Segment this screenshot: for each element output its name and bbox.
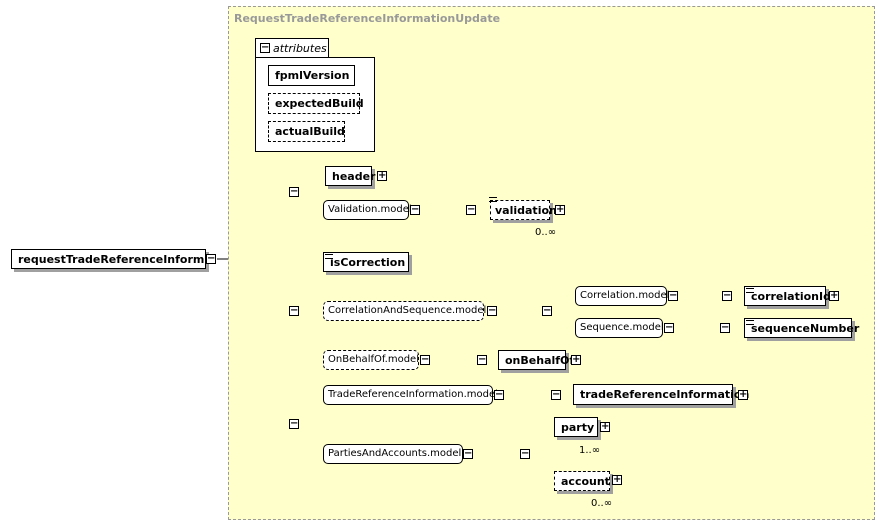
plus-box-icon[interactable]: + bbox=[555, 204, 565, 215]
complex-type-title: RequestTradeReferenceInformationUpdate bbox=[234, 12, 501, 25]
group-validation-model[interactable]: Validation.model bbox=[323, 200, 412, 220]
element-label: tradeReferenceInformation bbox=[580, 388, 750, 401]
group-correlation-model[interactable]: Correlation.model bbox=[575, 286, 670, 306]
group-label: Sequence.model bbox=[580, 322, 664, 333]
minus-box-icon[interactable]: − bbox=[260, 42, 270, 53]
cardinality-account: 0..∞ bbox=[591, 498, 613, 509]
minus-box-icon[interactable]: − bbox=[551, 389, 561, 400]
group-label: OnBehalfOf.model bbox=[328, 354, 419, 365]
element-header[interactable]: header bbox=[325, 166, 376, 186]
element-iscorrection[interactable]: isCorrection bbox=[323, 252, 409, 272]
attribute-label: fpmlVersion bbox=[275, 69, 350, 82]
group-sequence-model[interactable]: Sequence.model bbox=[575, 318, 664, 338]
minus-box-icon[interactable]: − bbox=[487, 305, 497, 316]
minus-box-icon[interactable]: − bbox=[410, 204, 420, 215]
attributes-label: attributes bbox=[273, 42, 327, 55]
element-label: header bbox=[332, 169, 376, 183]
element-label: correlationId bbox=[751, 289, 831, 303]
minus-box-icon[interactable]: − bbox=[477, 354, 487, 365]
element-label: isCorrection bbox=[330, 255, 406, 269]
root-element-label: requestTradeReferenceInform... bbox=[18, 252, 217, 266]
attributes-tab bbox=[255, 38, 329, 58]
group-correlation-and-sequence-model[interactable]: CorrelationAndSequence.model bbox=[323, 301, 487, 321]
minus-box-icon[interactable]: − bbox=[289, 305, 299, 316]
minus-box-icon[interactable]: − bbox=[668, 290, 678, 301]
minus-box-icon[interactable]: − bbox=[289, 186, 299, 197]
plus-box-icon[interactable]: + bbox=[600, 421, 610, 432]
attribute-label: actualBuild bbox=[275, 125, 345, 138]
root-element[interactable]: requestTradeReferenceInform... bbox=[11, 249, 217, 269]
element-label: party bbox=[561, 420, 595, 434]
element-label: validation bbox=[495, 203, 557, 217]
element-tradereferenceinformation[interactable]: tradeReferenceInformation bbox=[573, 384, 749, 405]
attribute-actualbuild[interactable]: actualBuild bbox=[268, 121, 345, 142]
group-label: Correlation.model bbox=[580, 290, 670, 301]
plus-box-icon[interactable]: + bbox=[377, 170, 387, 181]
cardinality-party: 1..∞ bbox=[579, 445, 601, 456]
minus-box-icon[interactable]: − bbox=[520, 448, 530, 459]
group-label: Validation.model bbox=[328, 204, 412, 215]
element-label: onBehalfOf bbox=[505, 353, 575, 367]
minus-box-icon[interactable]: − bbox=[722, 290, 732, 301]
minus-box-icon[interactable]: − bbox=[289, 418, 299, 429]
minus-box-icon[interactable]: − bbox=[420, 354, 430, 365]
minus-box-icon[interactable]: − bbox=[206, 253, 216, 264]
plus-box-icon[interactable]: + bbox=[612, 474, 622, 485]
element-account[interactable]: account bbox=[554, 471, 610, 491]
element-sequencenumber[interactable]: sequenceNumber bbox=[744, 318, 859, 338]
element-onbehalfof[interactable]: onBehalfOf bbox=[498, 350, 574, 370]
documentation-icon bbox=[746, 320, 754, 325]
element-validation[interactable]: validation bbox=[490, 200, 557, 220]
group-label: CorrelationAndSequence.model bbox=[328, 305, 487, 316]
element-correlationid[interactable]: correlationId bbox=[744, 286, 831, 306]
attribute-label: expectedBuild bbox=[275, 97, 364, 110]
documentation-icon bbox=[325, 254, 333, 259]
minus-box-icon[interactable]: − bbox=[463, 448, 473, 459]
plus-box-icon[interactable]: + bbox=[571, 354, 581, 365]
attribute-fpmlversion[interactable]: fpmlVersion bbox=[268, 65, 355, 86]
documentation-icon bbox=[746, 288, 754, 293]
attribute-expectedbuild[interactable]: expectedBuild bbox=[268, 93, 364, 114]
documentation-icon bbox=[489, 197, 497, 202]
group-parties-and-accounts-model[interactable]: PartiesAndAccounts.model bbox=[323, 444, 463, 464]
plus-box-icon[interactable]: + bbox=[738, 389, 748, 400]
cardinality-validation: 0..∞ bbox=[535, 227, 557, 238]
minus-box-icon[interactable]: − bbox=[720, 322, 730, 333]
element-label: account bbox=[561, 474, 610, 488]
group-on-behalf-of-model[interactable]: OnBehalfOf.model bbox=[323, 350, 419, 370]
minus-box-icon[interactable]: − bbox=[664, 322, 674, 333]
group-trade-reference-information-model[interactable]: TradeReferenceInformation.model bbox=[323, 385, 498, 405]
minus-box-icon[interactable]: − bbox=[542, 305, 552, 316]
group-label: PartiesAndAccounts.model bbox=[328, 448, 462, 459]
element-party[interactable]: party bbox=[554, 417, 598, 437]
group-label: TradeReferenceInformation.model bbox=[328, 389, 498, 400]
plus-box-icon[interactable]: + bbox=[829, 290, 839, 301]
minus-box-icon[interactable]: − bbox=[466, 204, 476, 215]
minus-box-icon[interactable]: − bbox=[494, 389, 504, 400]
element-label: sequenceNumber bbox=[751, 321, 860, 335]
